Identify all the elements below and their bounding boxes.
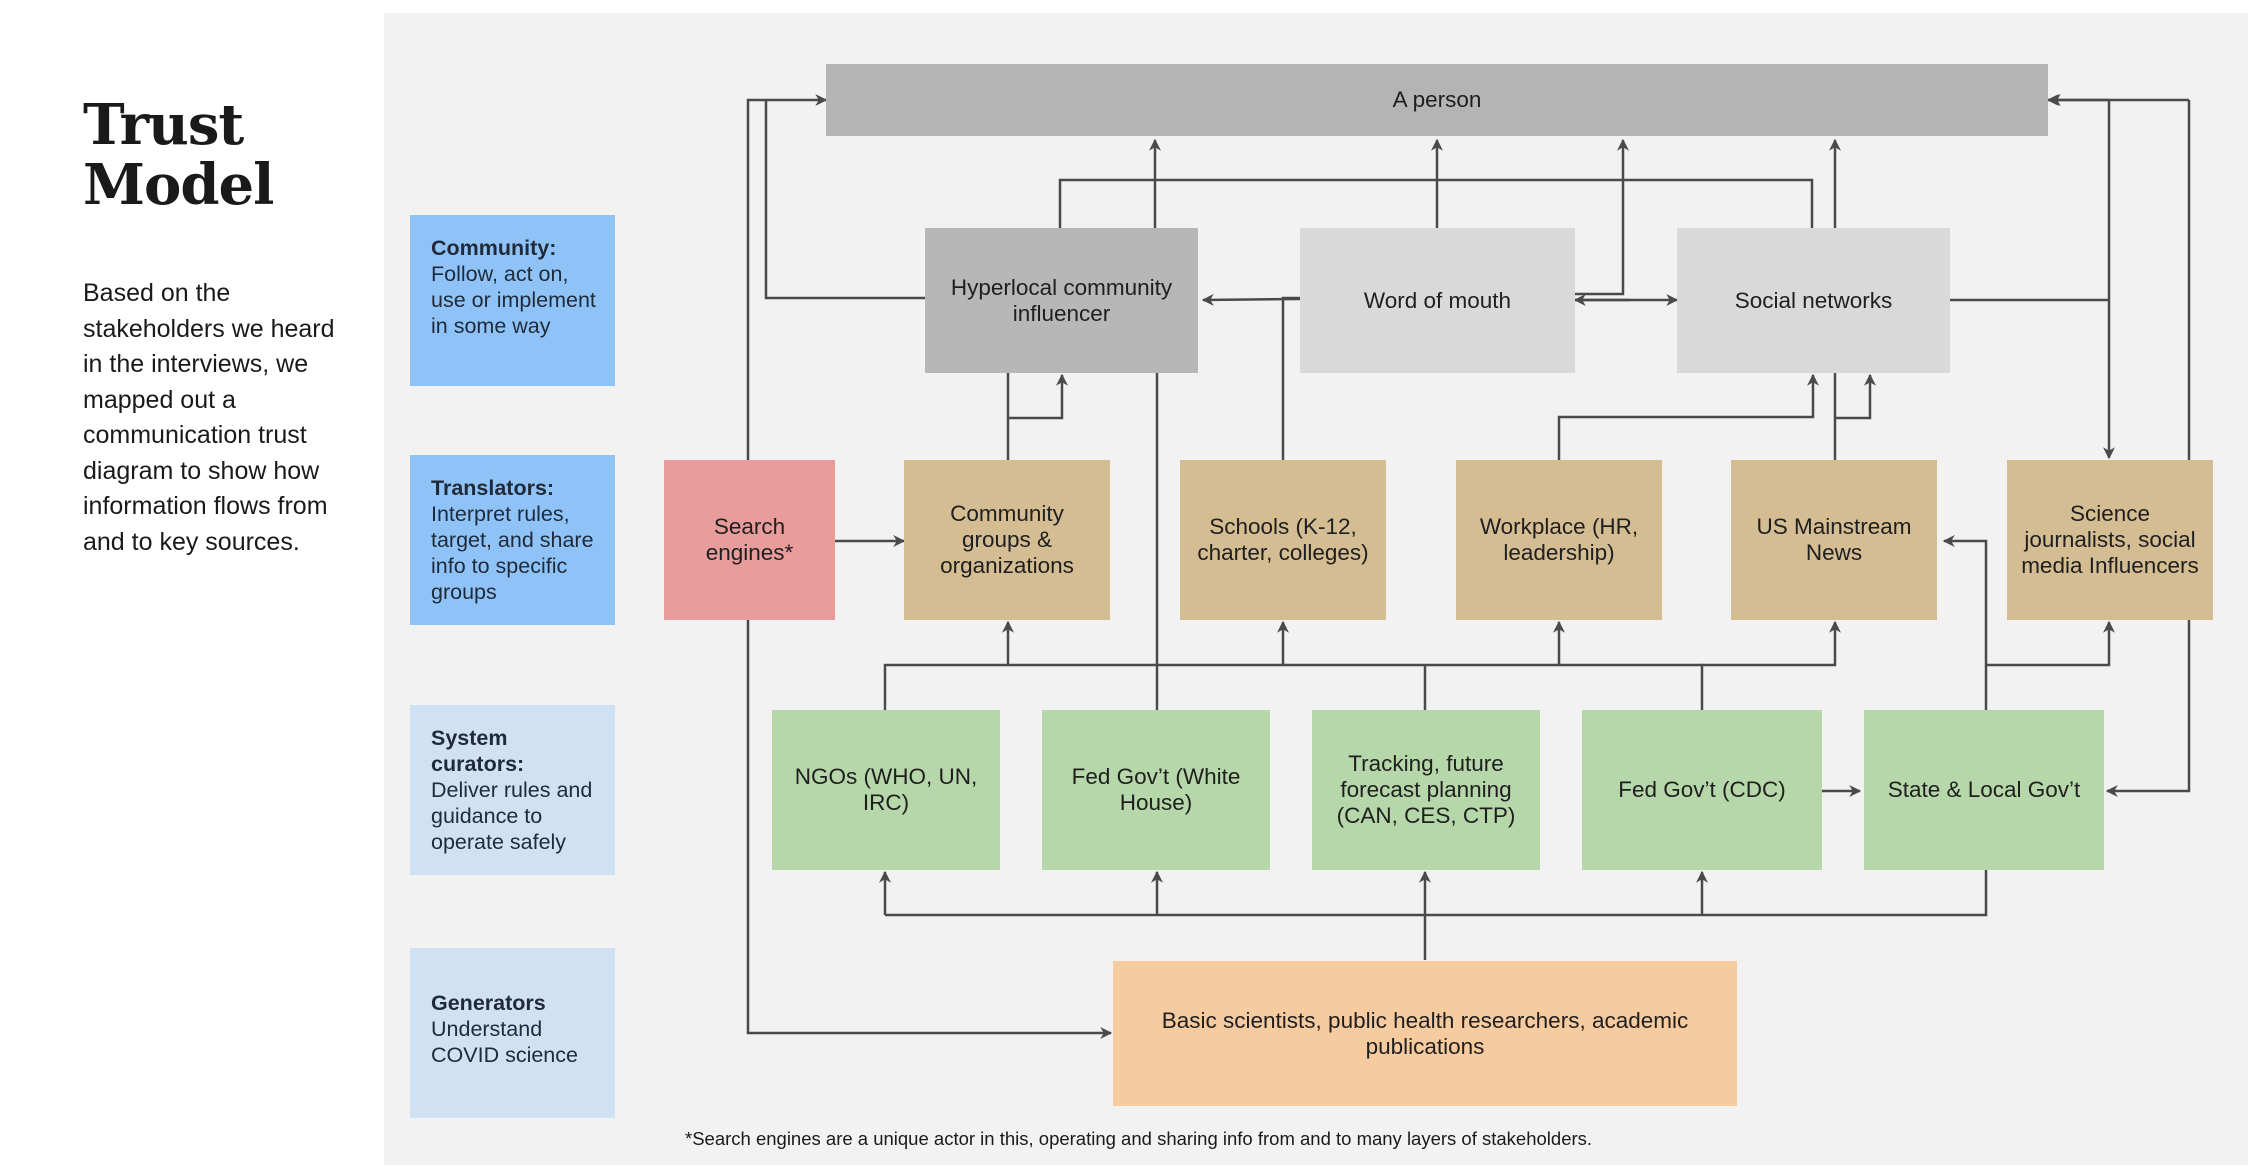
legend-generators: Generators Understand COVID science bbox=[410, 948, 615, 1118]
node-fed-gov-white-house: Fed Gov’t (White House) bbox=[1042, 710, 1270, 870]
legend-curators-text: Deliver rules and guidance to operate sa… bbox=[431, 778, 593, 854]
node-social-networks: Social networks bbox=[1677, 228, 1950, 373]
legend-generators-text: Understand COVID science bbox=[431, 1017, 578, 1067]
legend-generators-heading: Generators bbox=[431, 991, 546, 1015]
legend-community: Community: Follow, act on, use or implem… bbox=[410, 215, 615, 386]
node-search-engines: Search engines* bbox=[664, 460, 835, 620]
legend-curators-heading: System curators: bbox=[431, 726, 525, 776]
node-word-of-mouth: Word of mouth bbox=[1300, 228, 1575, 373]
legend-translators-heading: Translators: bbox=[431, 476, 555, 500]
node-hyperlocal-influencer: Hyperlocal community influencer bbox=[925, 228, 1198, 373]
legend-curators: System curators: Deliver rules and guida… bbox=[410, 705, 615, 875]
node-basic-scientists: Basic scientists, public health research… bbox=[1113, 961, 1737, 1106]
description-text: Based on the stakeholders we heard in th… bbox=[83, 279, 335, 556]
node-schools: Schools (K-12, charter, colleges) bbox=[1180, 460, 1386, 620]
legend-translators-text: Interpret rules, target, and share info … bbox=[431, 502, 594, 604]
footnote: *Search engines are a unique actor in th… bbox=[685, 1128, 1593, 1149]
node-ngos: NGOs (WHO, UN, IRC) bbox=[772, 710, 1000, 870]
node-community-groups: Community groups & organizations bbox=[904, 460, 1110, 620]
node-a-person: A person bbox=[826, 64, 2048, 136]
node-state-local-gov: State & Local Gov’t bbox=[1864, 710, 2104, 870]
legend-community-text: Follow, act on, use or implement in some… bbox=[431, 262, 596, 338]
legend-community-heading: Community: bbox=[431, 236, 557, 260]
legend-translators: Translators: Interpret rules, target, an… bbox=[410, 455, 615, 625]
node-tracking-forecast: Tracking, future forecast planning (CAN,… bbox=[1312, 710, 1540, 870]
node-science-journalists: Science journalists, social media Influe… bbox=[2007, 460, 2213, 620]
node-us-mainstream-news: US Mainstream News bbox=[1731, 460, 1937, 620]
node-fed-gov-cdc: Fed Gov’t (CDC) bbox=[1582, 710, 1822, 870]
node-workplace: Workplace (HR, leadership) bbox=[1456, 460, 1662, 620]
